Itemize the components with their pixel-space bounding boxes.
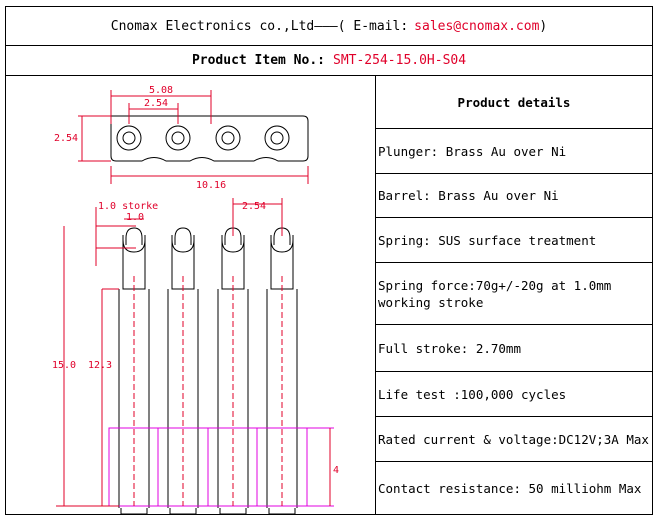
hole-3-inner xyxy=(221,131,235,145)
item-row: Product Item No.: SMT-254-15.0H-S04 xyxy=(6,46,652,76)
dim-254-top: 2.54 xyxy=(144,98,168,109)
detail-full-stroke: Full stroke: 2.70mm xyxy=(376,325,652,372)
company-text: Cnomax Electronics co.,Ltd———( E-mail: xyxy=(110,18,409,34)
item-number: SMT-254-15.0H-S04 xyxy=(333,53,467,68)
header-close: ) xyxy=(539,18,548,34)
header-row: Cnomax Electronics co.,Ltd———( E-mail: s… xyxy=(6,7,652,46)
detail-plunger: Plunger: Brass Au over Ni xyxy=(376,129,652,174)
housing xyxy=(108,427,334,507)
hole-2-inner xyxy=(171,131,185,145)
detail-spring-force: Spring force:70g+/-20g at 1.0mm working … xyxy=(376,263,652,325)
technical-drawing: 5.08 2.54 2.54 10.16 1.0 storke 1.0 2.54… xyxy=(6,76,376,515)
dim-508: 5.08 xyxy=(149,85,173,96)
top-view-outline xyxy=(110,115,309,162)
details-table: Product details Plunger: Brass Au over N… xyxy=(376,76,652,515)
datasheet: Cnomax Electronics co.,Ltd———( E-mail: s… xyxy=(5,6,653,515)
dim-254-left: 2.54 xyxy=(54,133,78,144)
hole-4-outer xyxy=(264,125,290,151)
hole-2-outer xyxy=(165,125,191,151)
dim-pin-pitch: 2.54 xyxy=(242,201,266,212)
dim-total-height: 15.0 xyxy=(52,360,76,371)
item-label: Product Item No.: xyxy=(191,53,325,68)
drawing-svg: 5.08 2.54 2.54 10.16 1.0 storke 1.0 2.54… xyxy=(52,85,339,515)
detail-rated: Rated current & voltage:DC12V;3A Max xyxy=(376,417,652,462)
details-title: Product details xyxy=(376,76,652,129)
detail-life-test: Life test :100,000 cycles xyxy=(376,372,652,417)
dim-body-height: 12.3 xyxy=(88,360,112,371)
dim-base: 4 xyxy=(333,465,339,476)
dim-tip: 1.0 xyxy=(126,212,144,223)
detail-spring: Spring: SUS surface treatment xyxy=(376,218,652,263)
email-link[interactable]: sales@cnomax.com xyxy=(414,18,540,34)
detail-contact: Contact resistance: 50 milliohm Max xyxy=(378,480,642,496)
hole-1-inner xyxy=(122,131,136,145)
dim-1016: 10.16 xyxy=(196,180,226,191)
detail-barrel: Barrel: Brass Au over Ni xyxy=(376,174,652,218)
hole-4-inner xyxy=(270,131,284,145)
hole-3-outer xyxy=(215,125,241,151)
dim-stroke: 1.0 storke xyxy=(98,201,158,212)
hole-1-outer xyxy=(116,125,142,151)
